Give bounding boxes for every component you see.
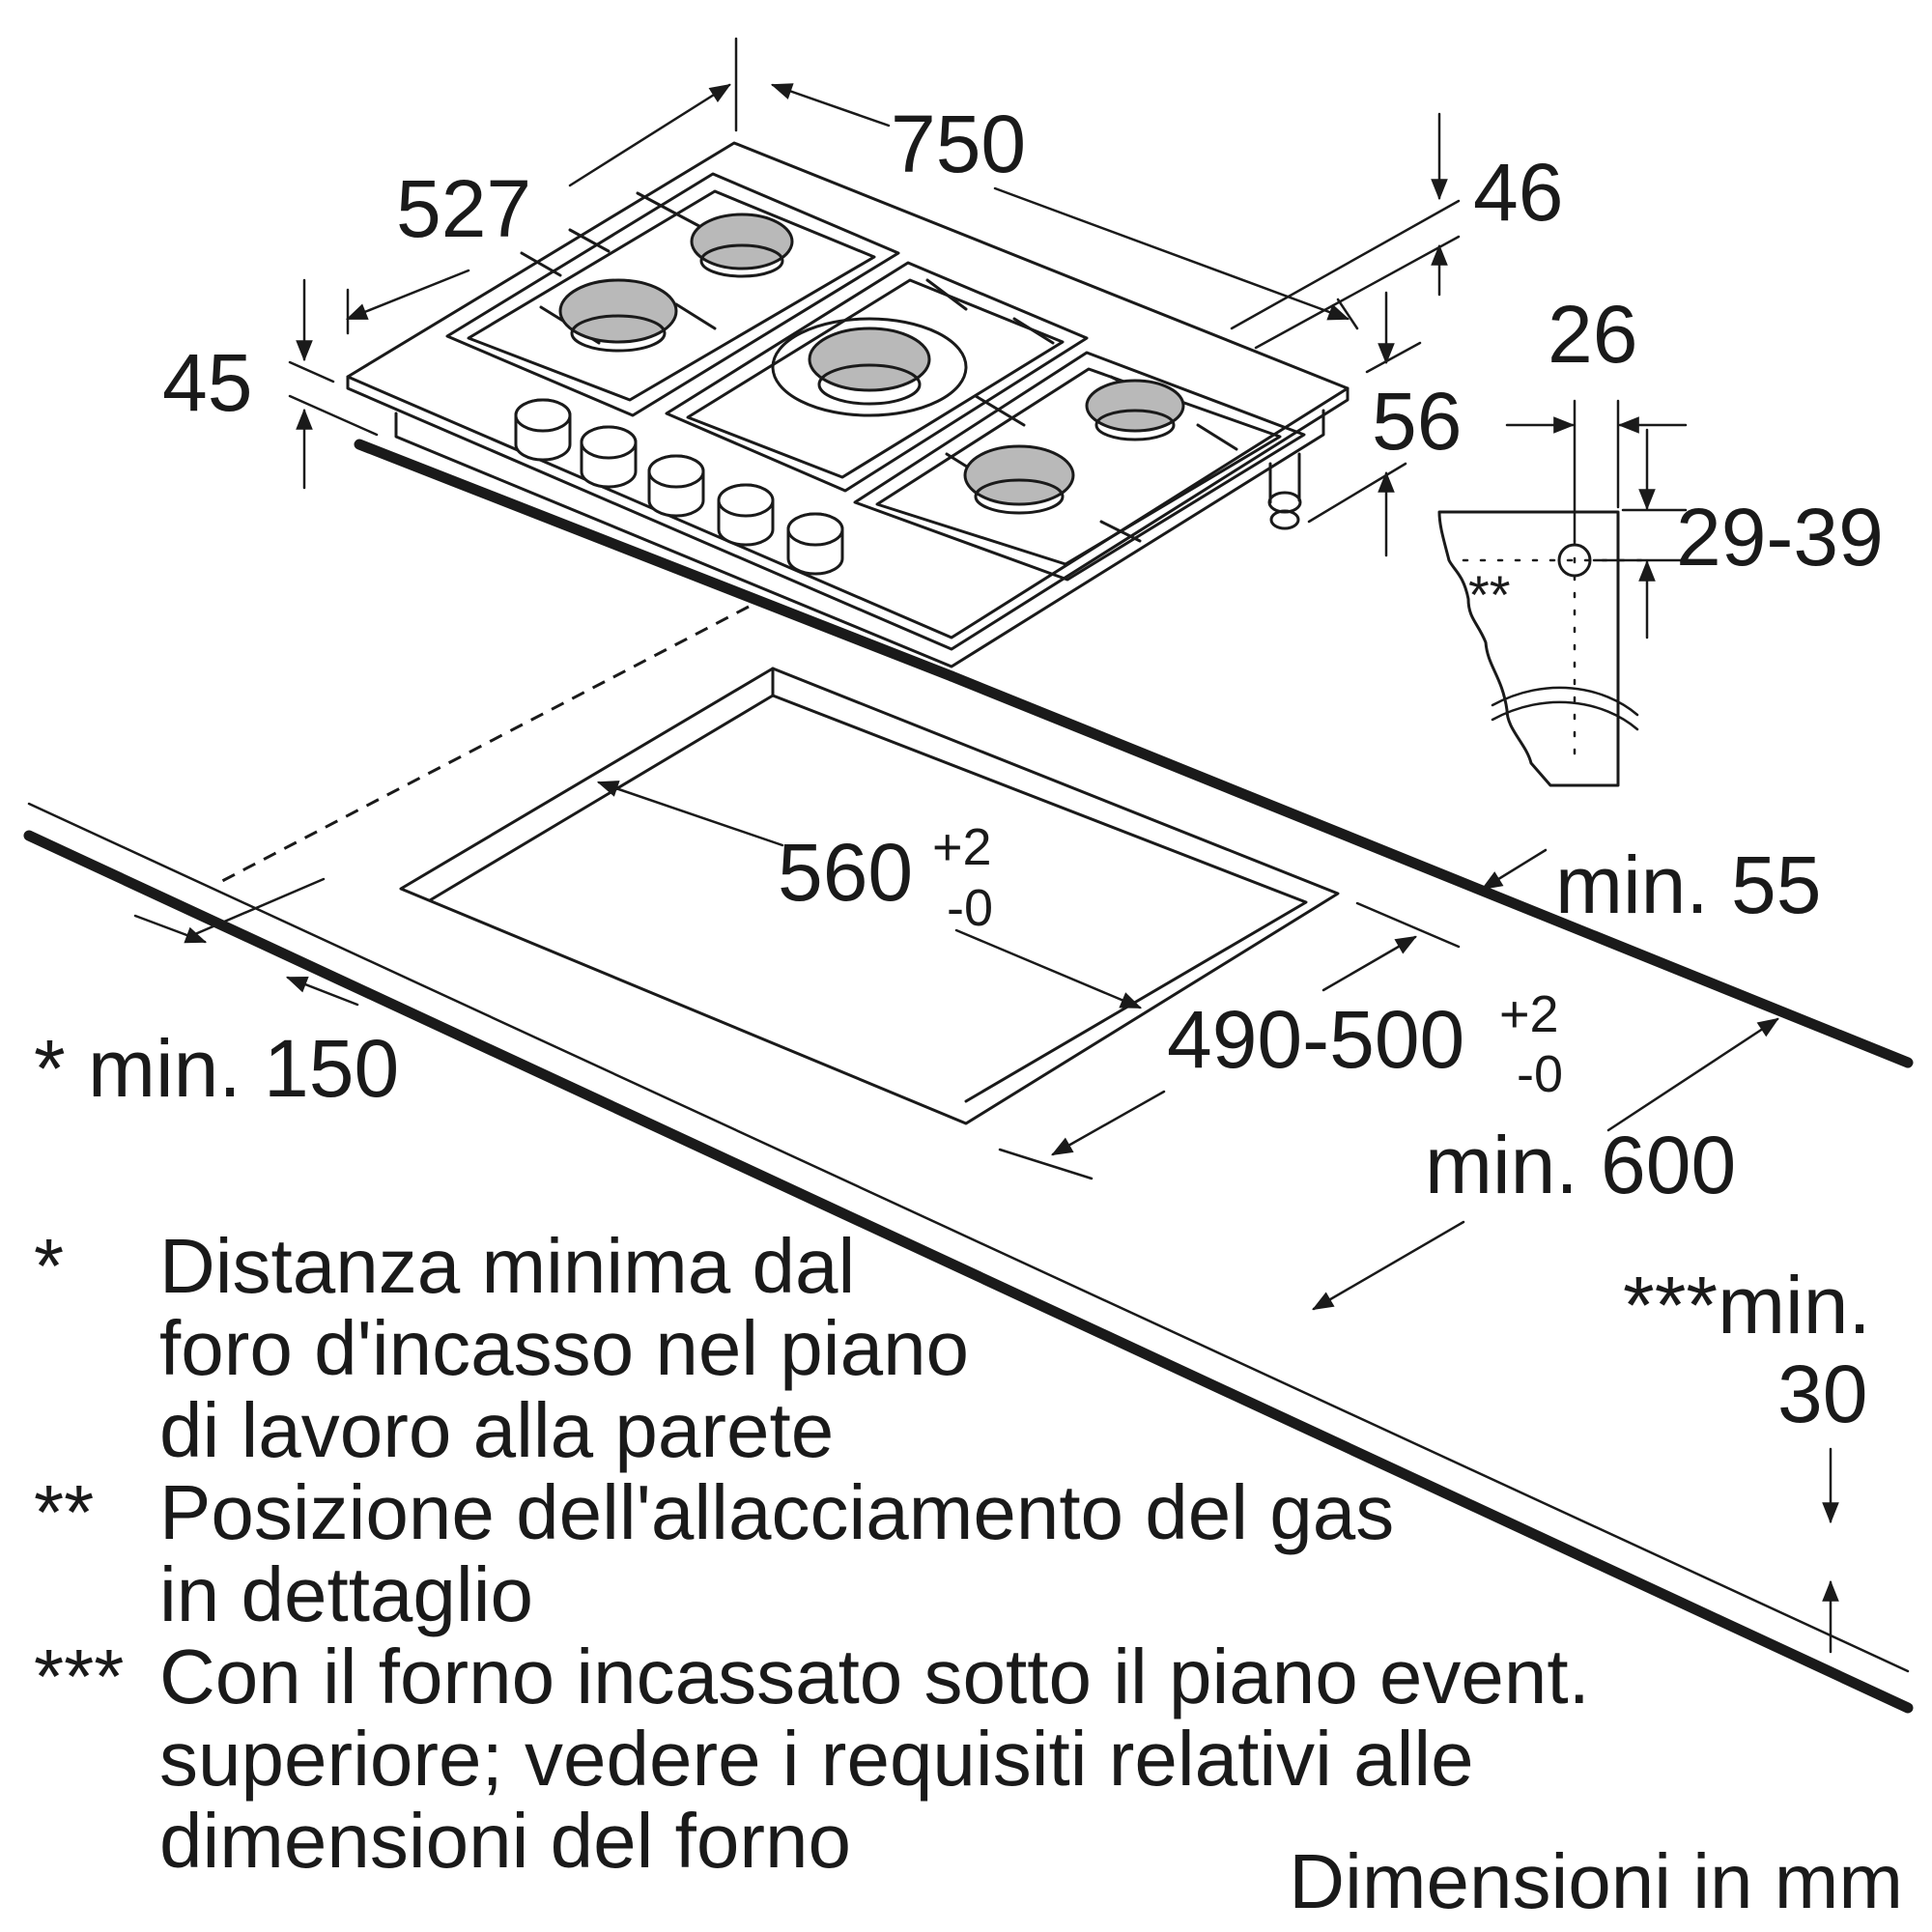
gas-connection-detail: **: [1437, 399, 1688, 787]
min-wall-label: * min. 150: [34, 1023, 399, 1114]
note-1-line-3: di lavoro alla parete: [159, 1387, 834, 1473]
burner-center-wok: [771, 317, 968, 417]
width-label: 750: [891, 99, 1026, 189]
units-label: Dimensioni in mm: [1289, 1838, 1903, 1924]
control-knobs: [514, 398, 844, 576]
burner-rear-left: [690, 213, 794, 278]
height-top-label: 46: [1473, 147, 1563, 238]
depth-label: 527: [396, 163, 531, 254]
cutout-width-label: 560: [778, 827, 913, 918]
cooktop: [346, 141, 1350, 682]
gas-height-label: 29-39: [1676, 492, 1884, 582]
note-3-line-2: superiore; vedere i requisiti relativi a…: [159, 1716, 1474, 1802]
height-feet-label: 56: [1372, 376, 1462, 467]
cutout-depth-label: 490-500: [1167, 994, 1464, 1085]
min-depth-label: min. 600: [1425, 1120, 1736, 1210]
footnotes: * Distanza minima dal foro d'incasso nel…: [34, 1223, 1590, 1884]
burner-front-left: [558, 278, 678, 353]
min-oven-label-line1: ***min.: [1623, 1260, 1871, 1350]
note-1-marker: *: [34, 1223, 64, 1309]
cutout-depth-tol-lower: -0: [1517, 1045, 1563, 1103]
note-2-line-1: Posizione dell'allacciamento del gas: [159, 1469, 1394, 1555]
note-1-line-2: foro d'incasso nel piano: [159, 1305, 969, 1391]
gas-offset-label: 26: [1548, 289, 1637, 380]
burner-rear-right: [1085, 379, 1185, 441]
dimension-labels: 750 527 45 46 56 26 29-39 560 +2 -0 490-…: [34, 99, 1884, 1439]
note-3-line-1: Con il forno incassato sotto il piano ev…: [159, 1634, 1590, 1719]
note-2-line-2: in dettaglio: [159, 1551, 533, 1637]
gas-marker: **: [1468, 564, 1511, 625]
note-3-line-3: dimensioni del forno: [159, 1798, 851, 1884]
min-back-label: min. 55: [1555, 839, 1821, 930]
cutout-depth-tol-upper: +2: [1499, 985, 1559, 1043]
note-1-line-1: Distanza minima dal: [159, 1223, 855, 1309]
burner-front-right: [963, 444, 1075, 515]
note-3-marker: ***: [34, 1634, 124, 1719]
dimension-lines: [133, 37, 1839, 1654]
cutout-width-tol-lower: -0: [947, 879, 993, 937]
min-oven-label-line2: 30: [1777, 1349, 1867, 1439]
height-front-label: 45: [162, 337, 252, 428]
note-2-marker: **: [34, 1469, 94, 1555]
cutout-width-tol-upper: +2: [932, 818, 992, 876]
